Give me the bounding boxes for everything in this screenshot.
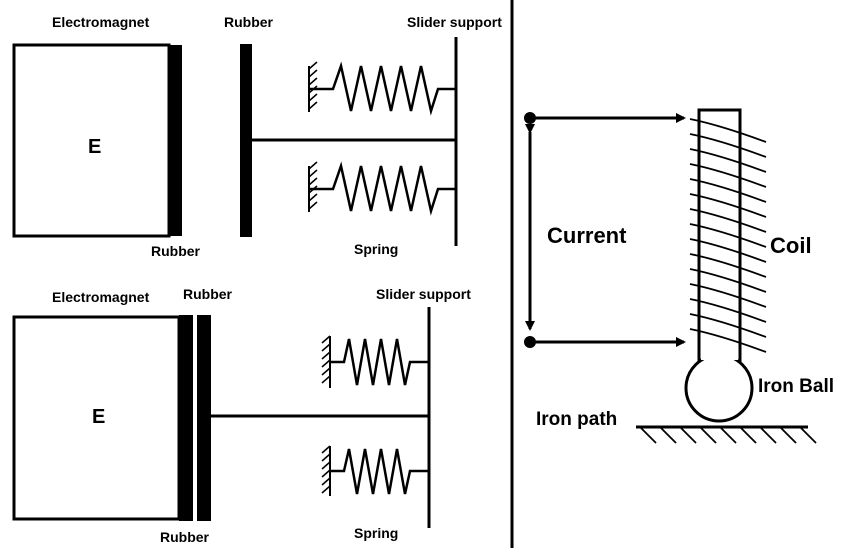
bottom-electromagnet-label: Electromagnet	[52, 289, 150, 305]
top-spring-lower	[308, 161, 456, 216]
bottom-rubber-top-label: Rubber	[183, 286, 233, 302]
bottom-spring-label: Spring	[354, 525, 398, 541]
top-rubber-plate-label: Rubber	[224, 14, 274, 30]
bottom-core-letter: E	[92, 406, 105, 428]
coil-label: Coil	[770, 233, 812, 258]
coil-windings	[689, 118, 767, 353]
current-label: Current	[547, 223, 627, 248]
bottom-slider-support-label: Slider support	[376, 286, 471, 302]
bottom-assembly: Electromagnet E Rubber Rubber Slider sup…	[12, 286, 471, 545]
ball-neck-mask	[701, 350, 738, 360]
top-electromagnet-rubber-pad	[169, 45, 182, 236]
iron-path-label: Iron path	[536, 409, 617, 430]
iron-ball	[684, 353, 754, 423]
bottom-spring-lower	[321, 445, 429, 496]
bottom-rubber-bottom-label: Rubber	[160, 529, 210, 545]
top-spring-upper	[308, 61, 456, 116]
top-rubber-pad-label: Rubber	[151, 243, 201, 259]
top-electromagnet-label: Electromagnet	[52, 14, 150, 30]
iron-ball-label: Iron Ball	[758, 376, 834, 397]
top-slider-support-label: Slider support	[407, 14, 502, 30]
bottom-rubber-pad-1	[179, 315, 193, 521]
coil-assembly: Current Coil Iron Ball Iron path	[524, 108, 834, 444]
top-core-letter: E	[88, 136, 101, 158]
top-spring-label: Spring	[354, 241, 398, 257]
top-assembly: Electromagnet E Rubber Rubber Slider sup…	[12, 14, 502, 259]
bottom-rubber-pad-2	[197, 315, 211, 521]
top-rubber-plate	[240, 44, 252, 237]
coil-tube	[697, 108, 742, 355]
iron-path-ground	[636, 425, 817, 444]
bottom-spring-upper	[321, 335, 429, 388]
